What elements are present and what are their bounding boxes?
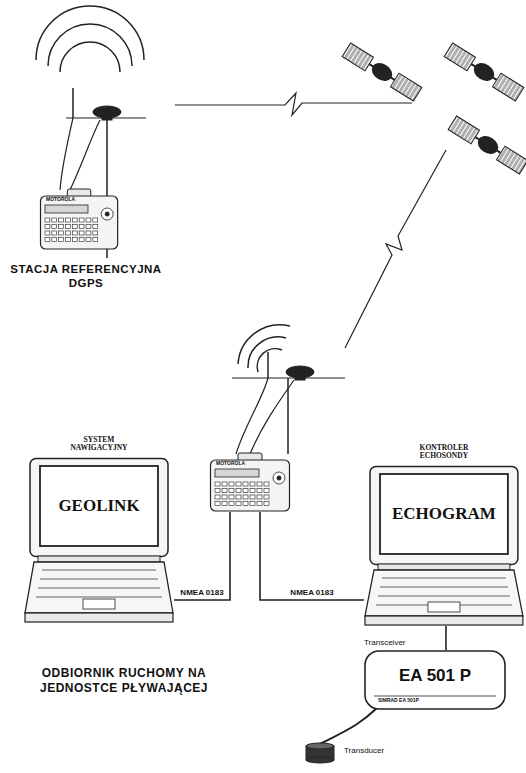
cable [320,707,378,744]
interface-label: NMEA 0183 [178,588,225,597]
laptop-shape [24,458,174,623]
laptop-outline [25,459,173,623]
device-node: MOTOROLA [210,452,290,512]
transceiver-text-2: SIMRAD EA 501P [378,698,419,704]
device-node: MOTOROLA [40,188,118,250]
satellite [448,116,526,174]
interface-label: NMEA 0183 [288,588,335,597]
laptop-text-0: KONTROLER ECHOSONDY [408,444,480,461]
station-caption: ODBIORNIK RUCHOMY NA JEDNOSTCE PŁYWAJĄCE… [12,666,236,696]
transceiver-text-1: EA 501 P [399,666,471,686]
mobile-antenna [232,325,345,454]
laptop-text-1: ECHOGRAM [392,504,496,524]
transceiver-text-0: Transceiver [364,638,406,647]
transducer-text-0: Transducer [344,746,384,755]
device-text-0: MOTOROLA [216,461,245,467]
device-text-0: MOTOROLA [46,197,75,203]
station-caption: STACJA REFERENCYJNA DGPS [8,262,164,291]
laptop-text-1: GEOLINK [58,496,139,516]
radio-link [175,93,412,115]
transceiver-node: TransceiverEA 501 PSIMRAD EA 501P [364,650,506,710]
radio-link [345,150,446,348]
transducer-node: Transducer [302,742,338,764]
device-outline [41,189,118,249]
device-outline [211,453,290,511]
laptop-node: KONTROLER ECHOSONDYECHOGRAM [364,466,524,626]
transducer-shape [302,742,338,764]
transducer-outline [306,743,334,763]
satellite [342,43,422,101]
laptop-outline [365,467,523,626]
reference-antenna [36,6,146,258]
laptop-text-0: SYSTEM NAWIGACYJNY [63,436,135,453]
satellite [444,43,524,101]
laptop-node: SYSTEM NAWIGACYJNYGEOLINK [24,458,174,623]
cable [174,512,230,600]
laptop-shape [364,466,524,626]
cable [260,512,364,600]
transceiver-outline [365,651,505,709]
cable [445,626,447,650]
